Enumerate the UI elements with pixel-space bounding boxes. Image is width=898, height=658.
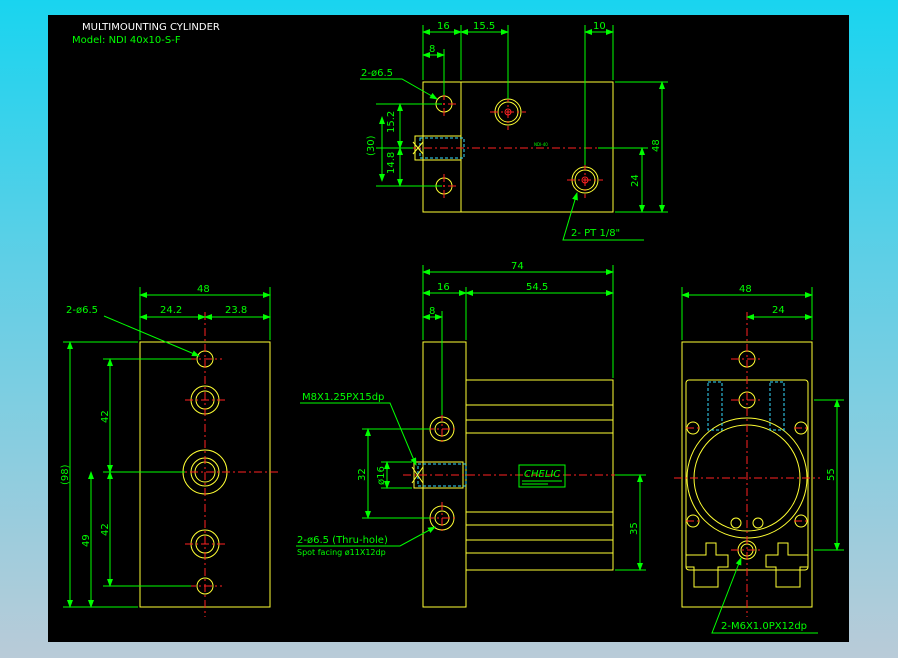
dim-left-49: 49: [81, 534, 92, 547]
front-mount-plate: [422, 341, 467, 608]
dim-left-42-lower: 42: [100, 523, 111, 536]
front-holes-callout: 2-ø6.5 (Thru-hole): [297, 535, 388, 546]
chelic-logo-plate: [518, 464, 566, 488]
dim-left-98: (98): [60, 464, 71, 485]
model-label: Model: NDI 40x10-S-F: [72, 35, 181, 46]
left-hole-bottom: [196, 577, 214, 595]
dim-front-8: 8: [429, 306, 435, 317]
dim-left-48: 48: [197, 284, 210, 295]
right-thread-callout: 2-M6X1.0PX12dp: [721, 621, 807, 632]
chelic-logo: CHELIC: [524, 469, 560, 480]
dim-left-42-upper: 42: [100, 410, 111, 423]
right-view: 48 24 55 2-M6X1.0PX12dp: [674, 284, 844, 634]
dim-front-35: 35: [629, 522, 640, 535]
front-view: CHELIC 74 16 54.5 8 32 ø16 35 M8X1.25PX1…: [296, 261, 646, 608]
cad-drawing: MULTIMOUNTING CYLINDER Model: NDI 40x10-…: [60, 21, 844, 634]
dim-top-16: 16: [437, 21, 450, 32]
dim-top-15-5: 15.5: [473, 21, 495, 32]
dim-top-15-2: 15.2: [386, 111, 397, 133]
cad-drawing-canvas: MULTIMOUNTING CYLINDER Model: NDI 40x10-…: [48, 15, 849, 642]
dim-right-24: 24: [772, 305, 785, 316]
dim-right-55: 55: [826, 468, 837, 481]
front-spot-facing-callout: Spot facing ø11X12dp: [297, 548, 386, 557]
left-holes-callout: 2-ø6.5: [66, 305, 98, 316]
left-view: 48 24.2 23.8 (98) 49 42 42 2-ø6.5: [60, 284, 278, 617]
front-thread-callout: M8X1.25PX15dp: [302, 392, 384, 403]
dim-top-48: 48: [651, 139, 662, 152]
dim-front-54-5: 54.5: [526, 282, 548, 293]
dim-front-74: 74: [511, 261, 524, 272]
dim-top-10: 10: [593, 21, 606, 32]
top-body-small-label: NDI-40: [534, 142, 548, 147]
dim-left-23-8: 23.8: [225, 305, 247, 316]
dim-left-24-2: 24.2: [160, 305, 182, 316]
dim-right-48: 48: [739, 284, 752, 295]
port-callout: 2- PT 1/8": [571, 228, 620, 239]
dim-top-8: 8: [429, 44, 435, 55]
dim-top-30: (30): [366, 135, 377, 156]
top-view-body: [422, 81, 614, 213]
dim-front-dia16: ø16: [376, 466, 387, 485]
dim-top-14-8: 14.8: [386, 152, 397, 174]
dim-front-16: 16: [437, 282, 450, 293]
drawing-title: MULTIMOUNTING CYLINDER: [82, 22, 220, 33]
dim-top-24: 24: [630, 174, 641, 187]
top-holes-callout: 2-ø6.5: [361, 68, 393, 79]
top-view: NDI-40 16 15.5 10 8 15.2 14.8 (30) 48 24: [360, 21, 668, 241]
dim-front-32: 32: [357, 468, 368, 481]
